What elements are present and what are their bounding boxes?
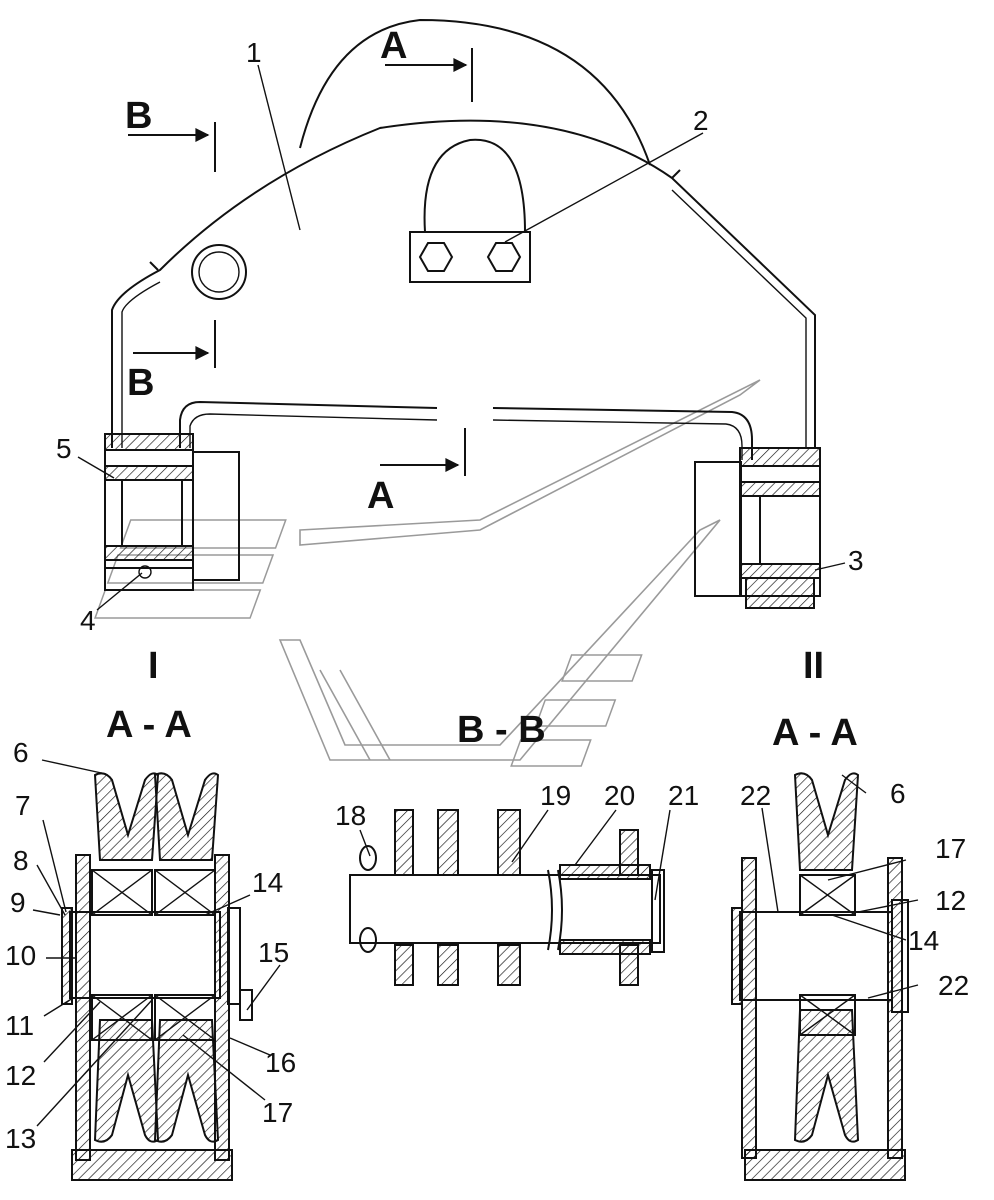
callout-4: 4 <box>80 605 96 636</box>
callout-12-right: 12 <box>935 885 966 916</box>
callout-5: 5 <box>56 433 72 464</box>
section-markers: A B B A <box>125 25 473 517</box>
callout-numbers: 1 2 3 4 5 6 7 8 9 10 11 12 13 14 15 16 1… <box>5 37 969 1154</box>
callout-14-right: 14 <box>908 925 939 956</box>
callout-6-right: 6 <box>890 778 906 809</box>
section-aa-left <box>61 772 253 1181</box>
callout-8: 8 <box>13 845 29 876</box>
section-aa-right <box>731 772 909 1181</box>
section-mark-a-bottom: A <box>367 475 394 517</box>
callout-22-bottom: 22 <box>938 970 969 1001</box>
callout-18: 18 <box>335 800 366 831</box>
callout-10: 10 <box>5 940 36 971</box>
callout-1: 1 <box>246 37 262 68</box>
callout-13: 13 <box>5 1123 36 1154</box>
callout-6-left: 6 <box>13 737 29 768</box>
leader-lines <box>32 64 919 1127</box>
callout-3: 3 <box>848 545 864 576</box>
section-mark-b-top: B <box>125 95 152 137</box>
callout-9: 9 <box>10 887 26 918</box>
callout-11: 11 <box>5 1010 34 1041</box>
view-label-II: II <box>803 645 824 687</box>
callout-15: 15 <box>258 937 289 968</box>
section-title-aa-left: A - A <box>106 704 192 746</box>
callout-20: 20 <box>604 780 635 811</box>
section-mark-a-top: A <box>380 25 407 67</box>
callout-2: 2 <box>693 105 709 136</box>
callout-12-left: 12 <box>5 1060 36 1091</box>
callout-16: 16 <box>265 1047 296 1078</box>
section-title-aa-right: A - A <box>772 712 858 754</box>
section-bb <box>349 809 665 986</box>
callout-17-left: 17 <box>262 1097 293 1128</box>
section-title-bb: B - B <box>457 709 546 751</box>
callout-22-top: 22 <box>740 780 771 811</box>
section-mark-b-bottom: B <box>127 362 154 404</box>
callout-19: 19 <box>540 780 571 811</box>
view-label-I: I <box>148 645 159 687</box>
main-view <box>104 18 821 609</box>
callout-7: 7 <box>15 790 31 821</box>
callout-17-right: 17 <box>935 833 966 864</box>
callout-21: 21 <box>668 780 699 811</box>
watermark-logo <box>93 379 761 767</box>
callout-14-left: 14 <box>252 867 283 898</box>
view-titles: I A - A B - B II A - A <box>106 645 858 754</box>
